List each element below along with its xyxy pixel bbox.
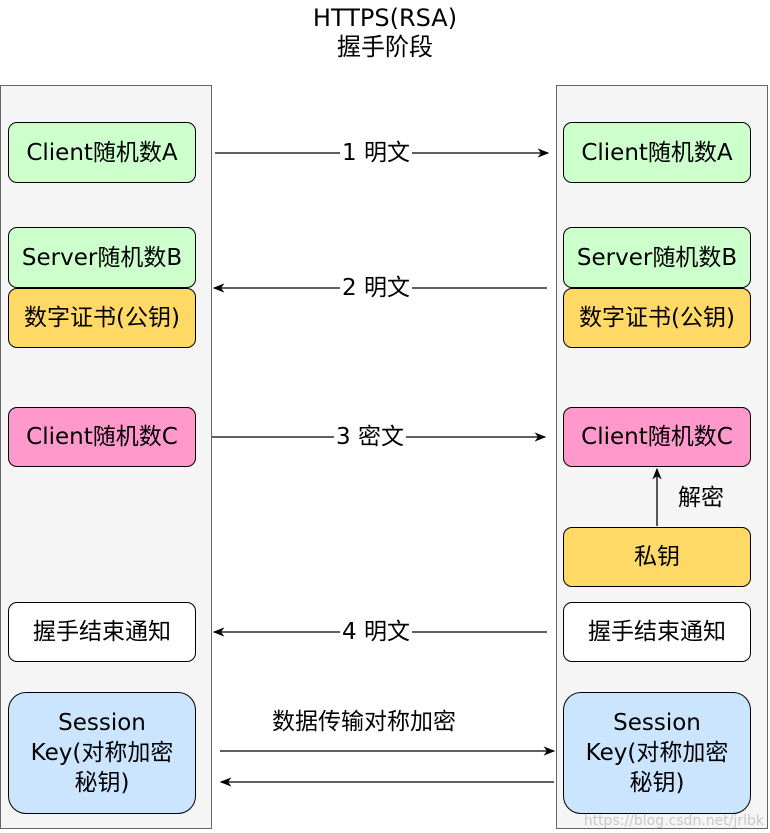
message-4-label: 4 明文 [340, 618, 412, 646]
server-random-a: Client随机数A [563, 122, 751, 183]
message-2-label: 2 明文 [340, 274, 412, 302]
decrypt-label: 解密 [678, 485, 724, 511]
client-handshake-done: 握手结束通知 [8, 602, 196, 662]
server-private-key: 私钥 [563, 527, 751, 587]
client-session-key: Session Key(对称加密 秘钥) [8, 692, 196, 814]
message-3-label: 3 密文 [334, 423, 406, 451]
client-certificate: 数字证书(公钥) [8, 288, 196, 348]
diagram-title-line1: HTTPS(RSA) [312, 4, 458, 32]
symmetric-encryption-label: 数据传输对称加密 [272, 709, 456, 735]
server-session-key: Session Key(对称加密 秘钥) [563, 692, 751, 814]
server-random-b: Server随机数B [563, 227, 751, 288]
client-random-a: Client随机数A [8, 122, 196, 183]
server-random-c: Client随机数C [563, 407, 751, 467]
server-certificate: 数字证书(公钥) [563, 288, 751, 348]
server-handshake-done: 握手结束通知 [563, 602, 751, 662]
diagram-title-line2: 握手阶段 [337, 33, 433, 61]
watermark: https://blog.csdn.net/jrlbk [583, 813, 764, 829]
diagram-title: HTTPS(RSA) 握手阶段 [0, 4, 770, 62]
client-random-b: Server随机数B [8, 227, 196, 288]
client-random-c: Client随机数C [8, 407, 196, 467]
message-1-label: 1 明文 [340, 139, 412, 167]
